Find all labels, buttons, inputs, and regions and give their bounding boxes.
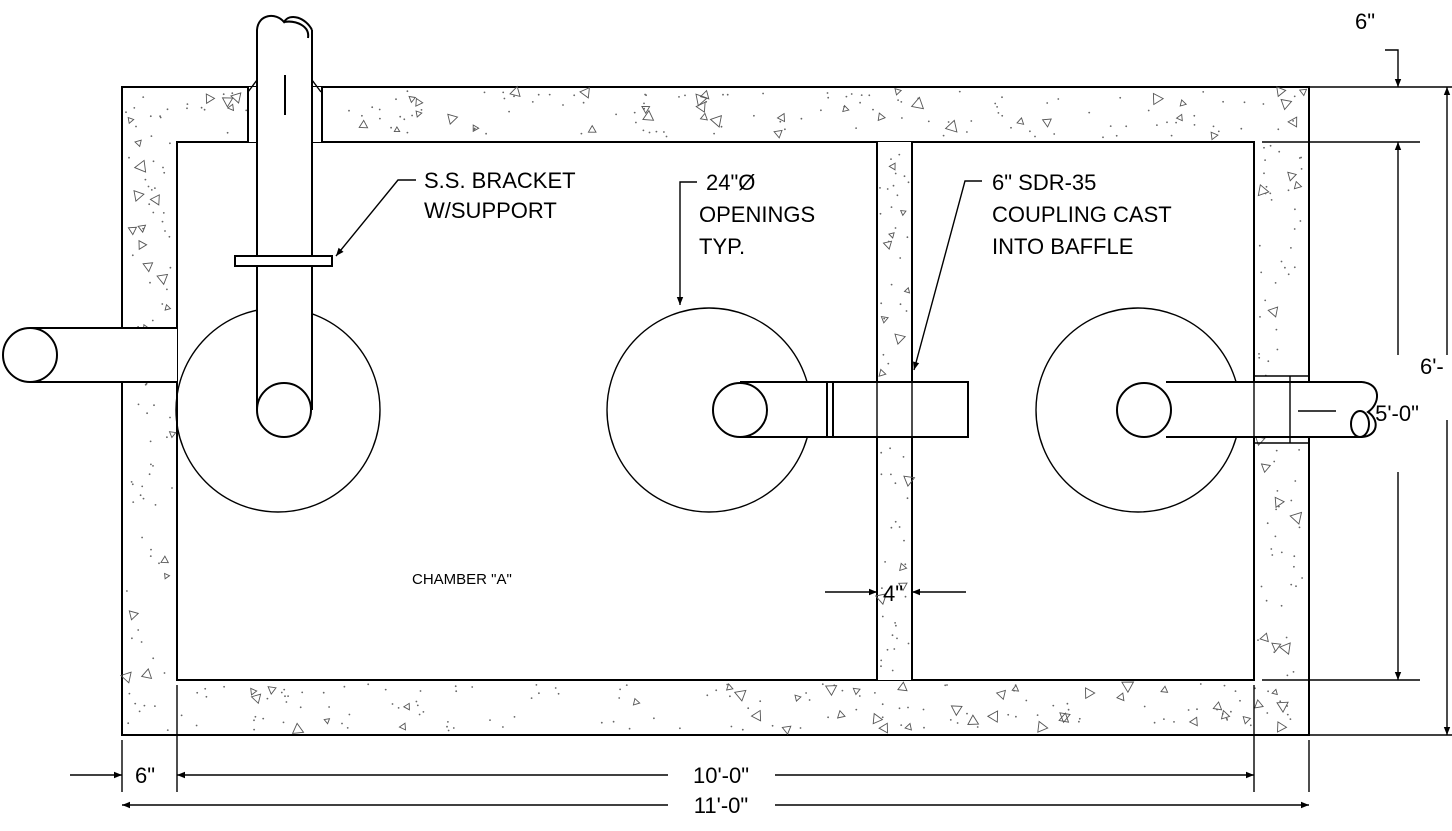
dim-baffle-thickness: 4" [883, 581, 903, 606]
dim-inner-length: 10'-0" [693, 763, 749, 788]
dim-outer-length: 11'-0" [694, 793, 748, 818]
dimension-lines [70, 49, 1452, 809]
coupling-label-line2: COUPLING CAST [992, 202, 1172, 227]
dim-wall-top: 6" [1355, 9, 1375, 34]
bracket-label-line1: S.S. BRACKET [424, 168, 576, 193]
dim-inner-width: 5'-0" [1375, 401, 1419, 426]
openings-label-line3: TYP. [699, 234, 745, 259]
vent-pipe [234, 14, 333, 438]
coupling-label-line3: INTO BAFFLE [992, 234, 1133, 259]
dimension-labels: 6" 4" 6" 10'-0" 11'-0" 5'-0" 6'- [135, 9, 1444, 818]
annotation-labels: S.S. BRACKET W/SUPPORT 24"Ø OPENINGS TYP… [412, 168, 1172, 588]
outlet-pipe [1116, 375, 1378, 444]
dim-wall-left: 6" [135, 763, 155, 788]
openings-label-line1: 24"Ø [706, 170, 755, 195]
baffle-speckle-texture [874, 153, 916, 672]
inlet-pipe [2, 327, 177, 383]
dim-outer-width: 6'- [1420, 354, 1444, 379]
baffle-coupling-pipe [712, 381, 969, 438]
bracket-label-line2: W/SUPPORT [424, 198, 557, 223]
chamber-label: CHAMBER "A" [412, 571, 512, 588]
leader-lines [335, 179, 982, 371]
coupling-label-line1: 6" SDR-35 [992, 170, 1096, 195]
opening-circles [175, 307, 1241, 513]
ss-bracket [234, 255, 333, 267]
openings-label-line2: OPENINGS [699, 202, 815, 227]
